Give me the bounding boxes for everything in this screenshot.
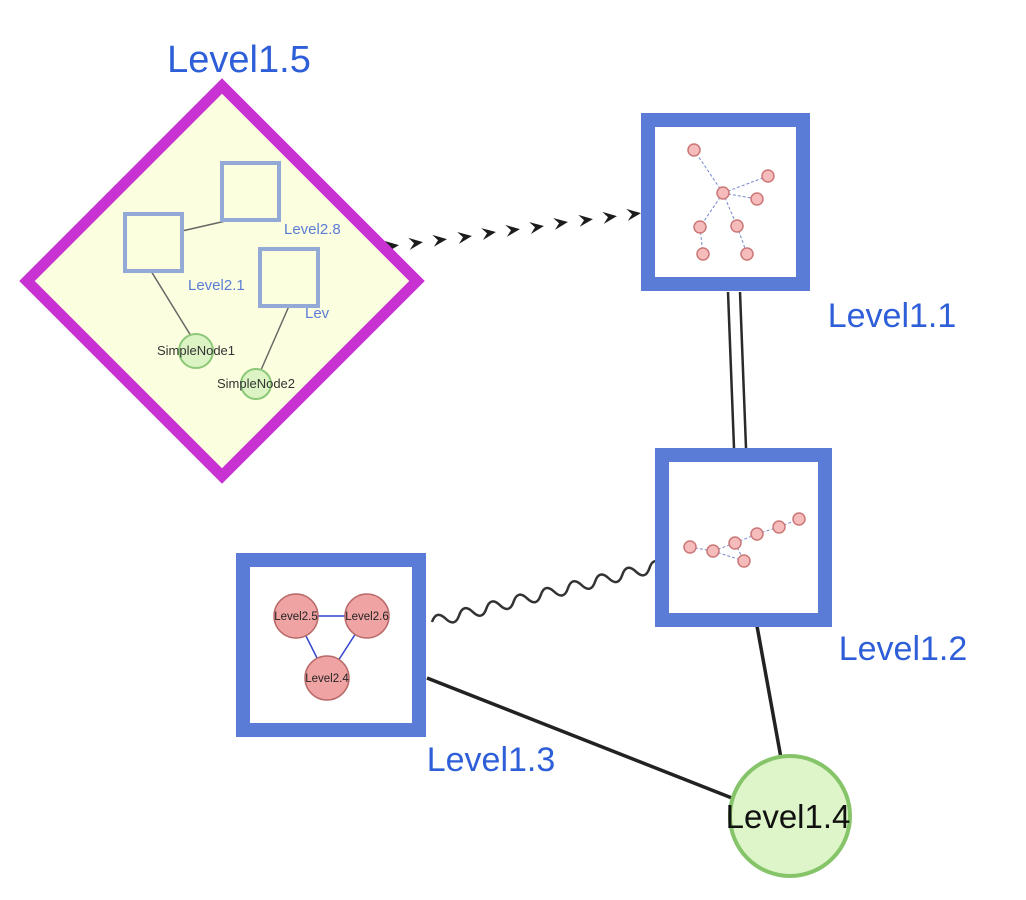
group-node-level12: [655, 448, 832, 627]
subgraph-node[interactable]: [761, 169, 775, 183]
subgraph-node[interactable]: [737, 554, 751, 568]
subgraph-edge: [689, 546, 714, 552]
node-level28[interactable]: [220, 161, 281, 222]
node-level21-label: Level2.1: [188, 277, 245, 294]
subgraph-node[interactable]: [728, 536, 742, 550]
subgraph-node[interactable]: [740, 247, 754, 261]
level13-subgraph: Level2.5 Level2.6 Level2.4: [273, 593, 390, 701]
edge-lev-simplenode2[interactable]: [260, 305, 290, 371]
subgraph-node[interactable]: [750, 192, 764, 206]
node-level24[interactable]: [304, 655, 350, 701]
level11-label: Level1.1: [828, 297, 957, 335]
edge-level15-level11[interactable]: [384, 208, 641, 253]
node-level26[interactable]: [344, 593, 390, 639]
subgraph-edge: [699, 192, 724, 228]
subgraph-node[interactable]: [706, 544, 720, 558]
level15-diamond[interactable]: [19, 78, 425, 484]
edge-level13-level12[interactable]: [430, 560, 663, 627]
level13-box[interactable]: [236, 553, 426, 737]
level12-label: Level1.2: [839, 630, 968, 668]
node-level2x[interactable]: [258, 247, 320, 308]
node-level26-label: Level2.6: [345, 611, 388, 623]
subgraph-node[interactable]: [730, 219, 744, 233]
edge-level13-level14[interactable]: [426, 676, 738, 802]
subgraph-node[interactable]: [683, 540, 697, 554]
subgraph-node[interactable]: [792, 512, 806, 526]
edge-level11-level12[interactable]: [726, 291, 748, 449]
subgraph-node[interactable]: [696, 247, 710, 261]
subgraph-edge: [712, 542, 736, 552]
subgraph-edge: [693, 149, 724, 194]
group-node-level13: Level2.5 Level2.6 Level2.4: [236, 553, 426, 737]
node-simplenode2[interactable]: [240, 368, 272, 400]
node-level24-label: Level2.4: [305, 673, 349, 685]
level11-subgraph: [687, 143, 775, 261]
node-level28-label: Level2.8: [284, 221, 341, 238]
node-level14-group: Level1.4: [726, 754, 852, 878]
node-simplenode1-label: SimpleNode1: [157, 343, 235, 358]
subgraph-node[interactable]: [716, 186, 730, 200]
subgraph-edge: [734, 533, 758, 544]
level11-box[interactable]: [641, 113, 810, 291]
edge-level21-simplenode1[interactable]: [150, 270, 192, 337]
node-level14[interactable]: [728, 754, 852, 878]
node-level25-label: Level2.5: [274, 611, 317, 623]
level15-label: Level1.5: [167, 39, 311, 81]
level14-label: Level1.4: [726, 798, 851, 835]
group-node-level15: Level2.8 Level2.1 Lev SimpleNode1 Simple…: [19, 78, 425, 484]
level12-subgraph: [683, 512, 806, 568]
node-simplenode1[interactable]: [178, 333, 214, 369]
node-simplenode2-label: SimpleNode2: [217, 376, 295, 391]
edge-level12-level14[interactable]: [755, 625, 783, 759]
subgraph-node[interactable]: [693, 220, 707, 234]
subgraph-edge: [756, 526, 780, 535]
node-level25[interactable]: [273, 593, 319, 639]
subgraph-node[interactable]: [772, 520, 786, 534]
level13-label: Level1.3: [427, 741, 556, 779]
node-level21[interactable]: [123, 212, 184, 273]
subgraph-node[interactable]: [750, 527, 764, 541]
node-level2x-label: Lev: [305, 305, 330, 322]
subgraph-node[interactable]: [687, 143, 701, 157]
group-node-level11: [641, 113, 810, 291]
level12-box[interactable]: [655, 448, 832, 627]
subgraph-edge: [722, 175, 769, 194]
